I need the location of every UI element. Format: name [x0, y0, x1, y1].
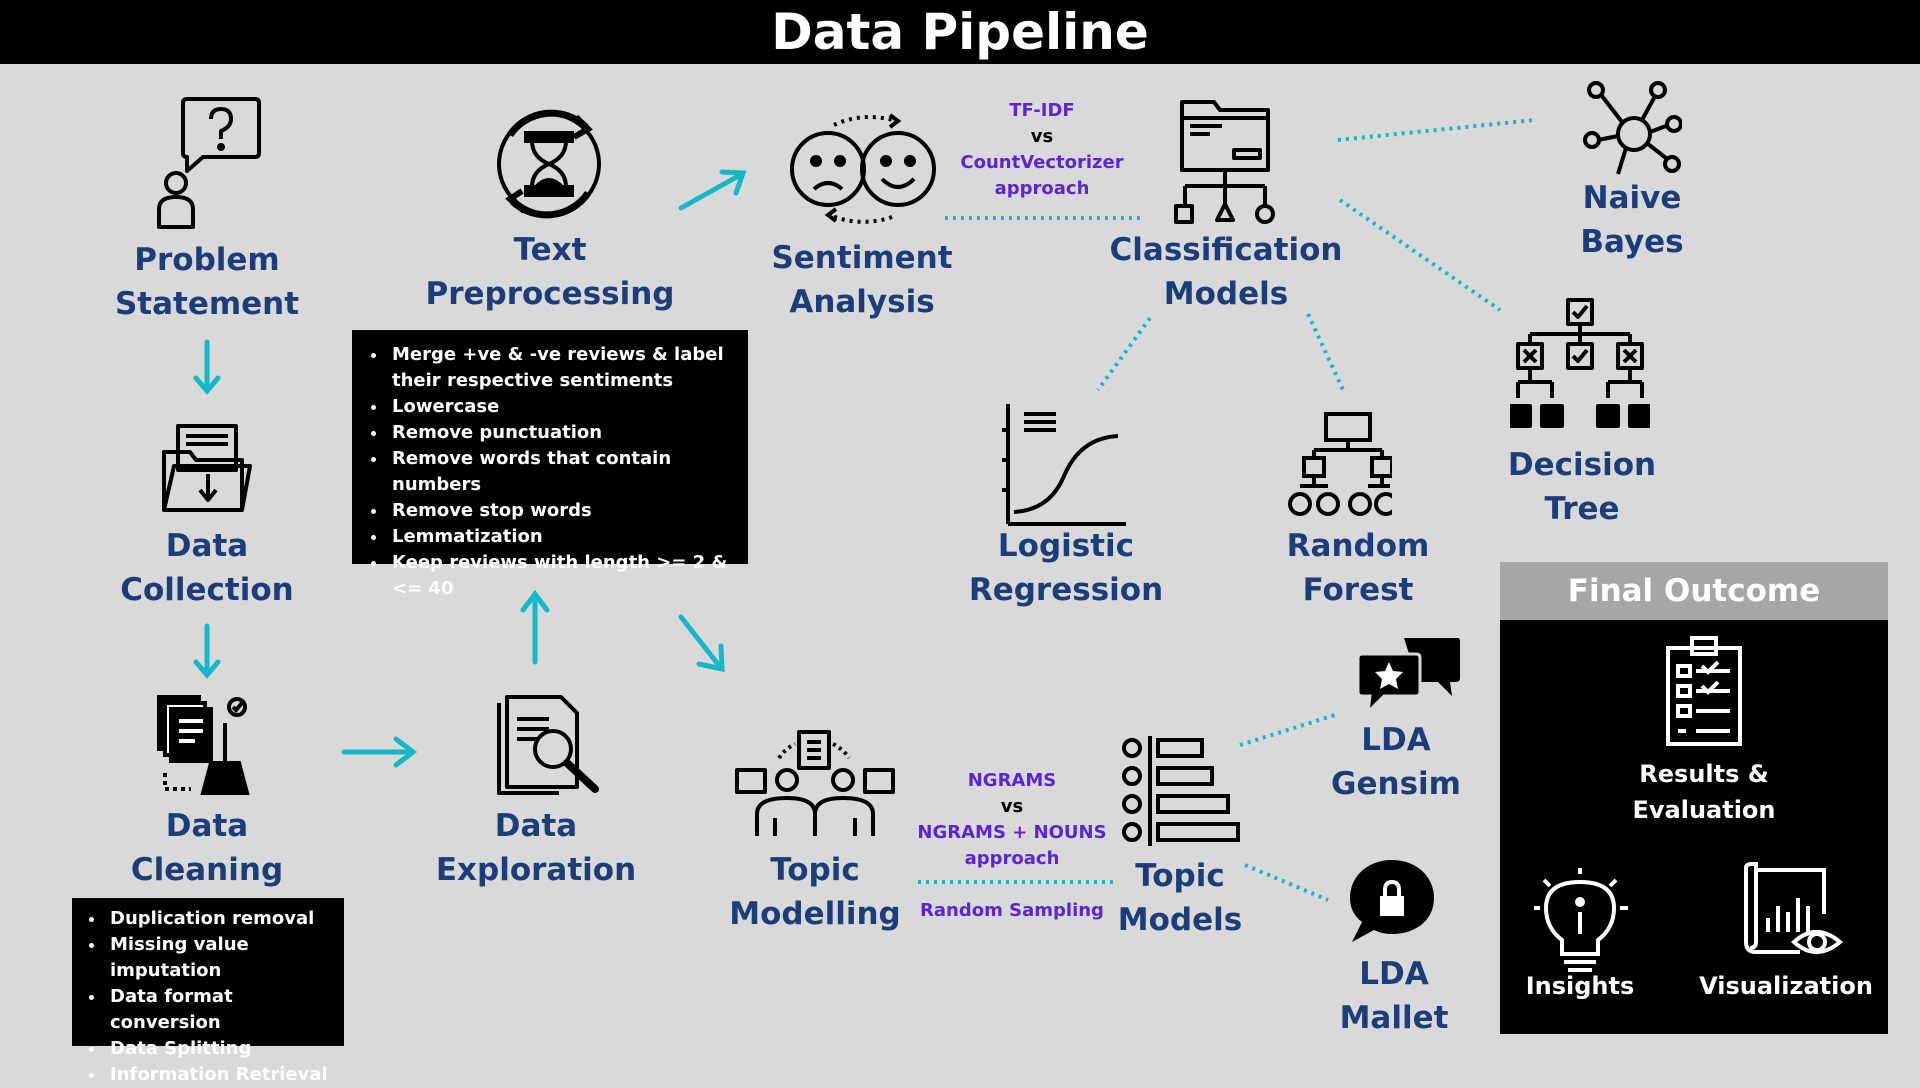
node-logistic-regression: Logistic Regression — [968, 528, 1164, 608]
arrow-cleaning-to-exploration — [341, 736, 418, 768]
ngrams-note: NGRAMS vs NGRAMS + NOUNS approach — [917, 770, 1107, 869]
tree-structure-icon — [1288, 412, 1392, 516]
node-naive-bayes: Naive Bayes — [1580, 180, 1684, 260]
arrow-problem-to-collection — [193, 339, 221, 395]
node-lda-gensim: LDA Gensim — [1331, 722, 1461, 802]
node-sentiment-analysis: Sentiment Analysis — [771, 240, 953, 320]
lightbulb-icon — [1534, 868, 1628, 972]
node-data-collection: Data Collection — [120, 528, 294, 608]
connector-classification-random-forest — [1306, 313, 1346, 393]
chart-eye-icon — [1744, 862, 1844, 954]
node-problem-statement: Problem Statement — [114, 242, 300, 322]
preprocessing-step: Lemmatization — [388, 524, 738, 550]
sad-happy-faces-icon — [790, 113, 936, 224]
node-data-cleaning: Data Cleaning — [130, 808, 284, 888]
title-bar — [0, 0, 1920, 64]
cleaning-steps-list: Duplication removal Missing value imputa… — [80, 906, 336, 1088]
results-evaluation-label: Results & Evaluation — [1632, 760, 1776, 824]
arrow-collection-to-cleaning — [193, 623, 221, 679]
node-decision-tree: Decision Tree — [1507, 447, 1657, 527]
arrow-exploration-to-topic-modelling — [678, 614, 725, 673]
vectorizer-note: TF-IDF vs CountVectorizer approach — [960, 100, 1124, 199]
random-sampling-note: Random Sampling — [920, 900, 1104, 921]
preprocessing-step: Merge +ve & -ve reviews & label their re… — [388, 342, 738, 394]
final-outcome-header: Final Outcome — [1500, 562, 1888, 620]
sigmoid-chart-icon — [1002, 404, 1126, 526]
chat-star-icon — [1358, 638, 1460, 714]
arrow-exploration-to-preprocessing — [520, 590, 550, 665]
node-classification-models: Classification Models — [1109, 232, 1343, 312]
documents-broom-icon — [157, 695, 250, 795]
preprocessing-step: Remove words that contain numbers — [388, 446, 738, 498]
node-text-preprocessing: Text Preprocessing — [425, 232, 675, 312]
chat-lock-icon — [1350, 860, 1434, 942]
cleaning-step: Data format conversion — [106, 984, 336, 1036]
group-discussion-icon — [735, 730, 895, 836]
question-person-icon — [157, 97, 261, 229]
node-topic-models: Topic Models — [1117, 858, 1243, 938]
cleaning-step: Duplication removal — [106, 906, 336, 932]
preprocessing-step: Keep reviews with length >= 2 & <= 40 — [388, 550, 738, 602]
cleaning-step: Information Retrieval — [106, 1062, 336, 1088]
connector-classification-decision-tree — [1338, 198, 1502, 312]
insights-label: Insights — [1525, 972, 1635, 1000]
preprocessing-step: Remove stop words — [388, 498, 738, 524]
connector-topic-models-gensim — [1239, 713, 1336, 747]
visualization-label: Visualization — [1699, 972, 1873, 1000]
folder-download-icon — [162, 424, 252, 512]
node-topic-modelling: Topic Modelling — [729, 852, 901, 932]
cleaning-steps-box: Duplication removal Missing value imputa… — [72, 898, 344, 1085]
document-magnifier-icon — [497, 695, 599, 795]
folder-hierarchy-icon — [1174, 100, 1275, 224]
checklist-clipboard-icon — [1666, 636, 1742, 746]
node-lda-mallet: LDA Mallet — [1339, 956, 1449, 1036]
preprocessing-step: Remove punctuation — [388, 420, 738, 446]
preprocessing-steps-box: Merge +ve & -ve reviews & label their re… — [352, 330, 748, 599]
list-bars-icon — [1122, 736, 1240, 846]
preprocessing-steps-list: Merge +ve & -ve reviews & label their re… — [362, 342, 738, 602]
preprocessing-step: Lowercase — [388, 394, 738, 420]
node-random-forest: Random Forest — [1286, 528, 1430, 608]
node-data-exploration: Data Exploration — [435, 808, 637, 888]
connector-classification-logistic — [1096, 316, 1152, 392]
connector-classification-naive-bayes — [1337, 118, 1536, 142]
decision-tree-icon — [1510, 298, 1650, 428]
arrow-preprocessing-to-sentiment — [678, 169, 747, 211]
hourglass-cycle-icon — [497, 109, 601, 219]
network-nodes-icon — [1583, 81, 1682, 175]
cleaning-step: Missing value imputation — [106, 932, 336, 984]
cleaning-step: Data Splitting — [106, 1036, 336, 1062]
page-title: Data Pipeline — [771, 3, 1149, 61]
